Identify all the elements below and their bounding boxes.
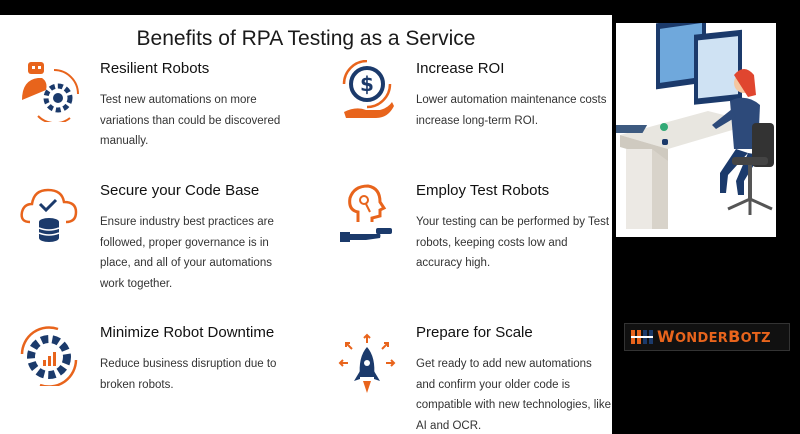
benefit-heading: Secure your Code Base [100,182,260,199]
logo-mark-icon [631,330,653,344]
wonderbotz-logo: WONDERBOTZ [624,323,790,351]
benefit-text: Lower automation maintenance costs incre… [416,94,607,127]
benefit-heading: Employ Test Robots [416,182,550,199]
benefit-heading: Minimize Robot Downtime [100,324,275,341]
rocket-arrows-icon [338,333,396,393]
cloud-database-icon [20,188,78,242]
benefit-text: Test new automations on more variations … [100,94,281,147]
gear-growth-icon [20,326,78,386]
page-title: Benefits of RPA Testing as a Service [136,27,476,50]
benefit-text: Ensure industry best practices are follo… [100,216,274,290]
benefit-heading: Prepare for Scale [416,324,533,341]
desk-worker-illustration [616,23,776,237]
logo-text: WONDERBOTZ [657,327,771,346]
svg-text:$: $ [360,72,374,96]
robot-gear-icon [22,62,79,122]
benefit-heading: Resilient Robots [100,60,210,77]
benefit-text: Your testing can be performed by Test ro… [416,216,610,269]
benefit-text: Get ready to add new automations and con… [416,358,611,432]
benefits-panel: Benefits of RPA Testing as a Service Res… [0,15,612,434]
benefit-heading: Increase ROI [416,60,505,77]
robot-head-hand-icon [340,184,392,242]
dollar-hand-icon: $ [342,60,394,118]
benefit-text: Reduce business disruption due to broken… [100,358,277,391]
